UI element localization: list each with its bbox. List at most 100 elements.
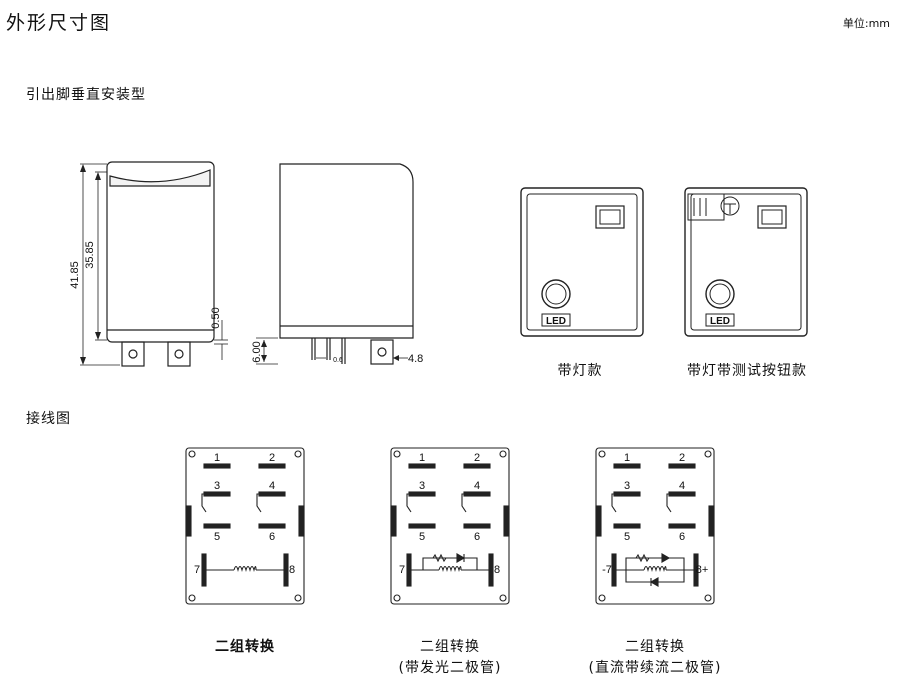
mounting-hole xyxy=(499,450,507,458)
led-diode-icon xyxy=(456,553,466,563)
wiring-diagram-led: 1 2 3 4 5 6 7 8 xyxy=(390,447,510,605)
pin-label: 5 xyxy=(419,531,425,543)
contact-bar xyxy=(613,463,641,469)
pin-label: 2 xyxy=(679,452,685,464)
coil-pin xyxy=(611,553,617,587)
pin-label: 1 xyxy=(419,452,425,464)
contact-bar xyxy=(408,463,436,469)
contact-bar xyxy=(463,523,491,529)
contact-bar xyxy=(258,463,286,469)
coil-symbol xyxy=(233,565,257,573)
pin-label: 4 xyxy=(679,480,685,492)
mounting-hole xyxy=(393,594,401,602)
contact-bar xyxy=(203,463,231,469)
section-title-outline: 引出脚垂直安装型 xyxy=(26,87,146,103)
relay-led-variant: LED xyxy=(520,187,644,337)
switch-link xyxy=(461,493,468,513)
switch-link xyxy=(256,493,263,513)
pin-label: 6 xyxy=(474,531,480,543)
led-branch xyxy=(422,557,478,570)
coil-pin xyxy=(488,553,494,587)
pin-label: 4 xyxy=(269,480,275,492)
dim-standoff: 0.50 xyxy=(210,307,222,328)
pin-label: 5 xyxy=(624,531,630,543)
led-label: LED xyxy=(710,316,730,327)
mounting-hole xyxy=(188,450,196,458)
mounting-hole xyxy=(294,594,302,602)
mounting-hole xyxy=(704,450,712,458)
coil-pin xyxy=(283,553,289,587)
dim-body-height: 35.85 xyxy=(84,241,96,269)
relay-front-view: 41.85 35.85 0.50 xyxy=(69,161,228,367)
caption-wiring-led-line2: (带发光二极管) xyxy=(398,660,502,676)
coil-symbol xyxy=(438,565,462,573)
caption-wiring-diode-line1: 二组转换 xyxy=(625,639,685,655)
mounting-hole xyxy=(704,594,712,602)
caption-wiring-diode-line2: (直流带续流二极管) xyxy=(588,660,722,676)
dim-pin-length: 6.00 xyxy=(251,341,263,362)
caption-wiring-led-line1: 二组转换 xyxy=(420,639,480,655)
unit-label: 单位:mm xyxy=(842,17,890,30)
caption-led-test-button-variant: 带灯带测试按钮款 xyxy=(687,363,807,379)
switch-link xyxy=(406,493,413,513)
mounting-hole xyxy=(598,450,606,458)
pin-label: 4 xyxy=(474,480,480,492)
section-title-wiring: 接线图 xyxy=(26,411,71,427)
pin-label: 2 xyxy=(474,452,480,464)
caption-wiring-standard: 二组转换 xyxy=(215,639,275,655)
coil-pin xyxy=(406,553,412,587)
contact-bar xyxy=(408,523,436,529)
resistor-symbol xyxy=(432,553,447,563)
caption-led-variant: 带灯款 xyxy=(557,363,603,379)
pin-label: 8+ xyxy=(696,564,709,576)
pin-label: 7 xyxy=(194,564,200,576)
mounting-hole xyxy=(294,450,302,458)
coil-symbol xyxy=(643,565,667,573)
dim-pin-spacing: 0.6 xyxy=(333,357,343,364)
dim-overall-height: 41.85 xyxy=(69,261,81,289)
contact-bar xyxy=(203,523,231,529)
mounting-hole xyxy=(188,594,196,602)
contact-bar xyxy=(258,523,286,529)
pin-label: 3 xyxy=(214,480,220,492)
mounting-hole xyxy=(499,594,507,602)
pin-label: 7 xyxy=(399,564,405,576)
led-branch xyxy=(625,557,685,570)
contact-bar xyxy=(668,523,696,529)
resistor-symbol xyxy=(635,553,650,563)
wiring-diagram-standard: 1 2 3 4 5 6 7 8 xyxy=(185,447,305,605)
pin-label: 1 xyxy=(624,452,630,464)
test-button-icon xyxy=(687,193,740,221)
relay-led-test-button-variant: LED xyxy=(684,187,808,337)
led-label: LED xyxy=(546,316,566,327)
page-title: 外形尺寸图 xyxy=(6,12,112,34)
pin-label: 6 xyxy=(679,531,685,543)
side-clip xyxy=(708,505,715,537)
dim-pin-width: 4.8 xyxy=(408,353,423,365)
pin-label: 8 xyxy=(289,564,295,576)
pin-label: 3 xyxy=(624,480,630,492)
pin-label: -7 xyxy=(602,564,612,576)
pin-label: 1 xyxy=(214,452,220,464)
switch-link xyxy=(666,493,673,513)
contact-bar xyxy=(668,463,696,469)
side-clip xyxy=(595,505,602,537)
switch-link xyxy=(611,493,618,513)
mounting-hole xyxy=(393,450,401,458)
relay-side-view: 6.00 0.6 4.8 xyxy=(251,163,423,365)
switch-link xyxy=(201,493,208,513)
side-clip xyxy=(503,505,510,537)
pin-label: 2 xyxy=(269,452,275,464)
mounting-hole xyxy=(598,594,606,602)
pin-label: 5 xyxy=(214,531,220,543)
wiring-diagram-flyback-diode: 1 2 3 4 5 6 -7 8+ xyxy=(595,447,715,605)
coil-pin xyxy=(201,553,207,587)
pin-label: 3 xyxy=(419,480,425,492)
contact-bar xyxy=(463,463,491,469)
side-clip xyxy=(390,505,397,537)
side-clip xyxy=(185,505,192,537)
flyback-diode-icon xyxy=(649,577,659,587)
pin-label: 6 xyxy=(269,531,275,543)
pin-label: 8 xyxy=(494,564,500,576)
led-diode-icon xyxy=(661,553,671,563)
